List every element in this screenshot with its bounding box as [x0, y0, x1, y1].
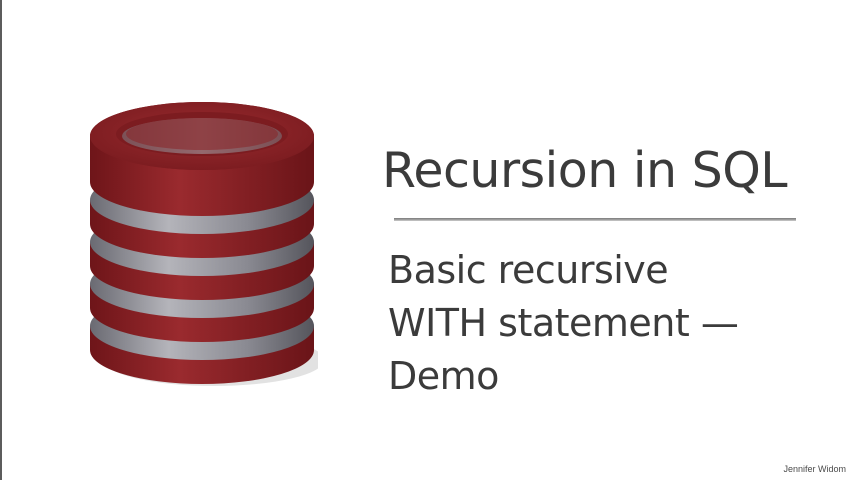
- subtitle-line: WITH statement —: [388, 301, 739, 345]
- slide-title: Recursion in SQL: [382, 142, 788, 199]
- disk-1: [90, 102, 314, 216]
- slide-left-border: [0, 0, 2, 480]
- author-credit: Jennifer Widom: [783, 464, 846, 474]
- database-icon: [90, 102, 318, 386]
- title-divider: [394, 218, 796, 221]
- subtitle-line: Basic recursive: [388, 248, 669, 292]
- slide-subtitle: Basic recursive WITH statement — Demo: [388, 244, 828, 403]
- subtitle-line: Demo: [388, 354, 499, 398]
